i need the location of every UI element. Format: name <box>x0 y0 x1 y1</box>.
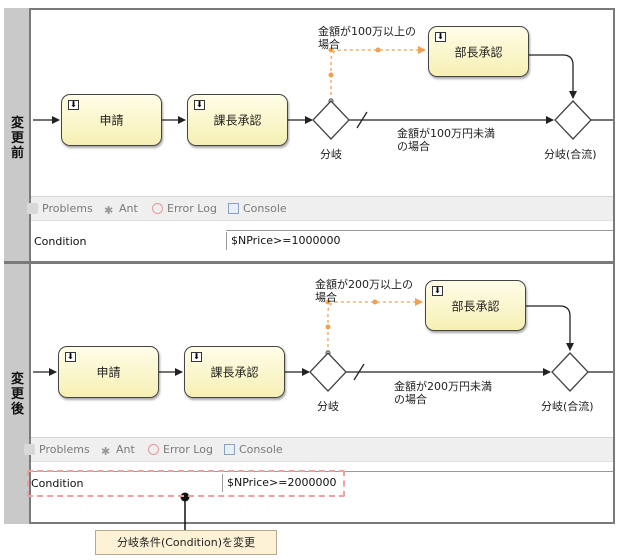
task-label: 部長承認 <box>454 45 503 59</box>
tab-problems[interactable]: Problems <box>27 202 93 215</box>
console-icon <box>224 444 235 455</box>
panel1-flows <box>33 46 613 140</box>
default-flow-slash <box>353 363 365 381</box>
label-line: 金額が100万以上の <box>318 25 416 38</box>
conditional-flow-line[interactable] <box>327 298 423 353</box>
upper-condition-label: 金額が100万以上の 場合 <box>318 25 416 51</box>
side-label-after: 変 更 後 <box>4 264 31 524</box>
view-tab-bar: Problems ✱Ant Error Log Console <box>27 196 613 221</box>
upper-condition-label: 金額が200万以上の 場合 <box>315 278 413 304</box>
tab-error-log[interactable]: Error Log <box>152 202 217 215</box>
merge-label: 分岐(合流) <box>541 400 594 413</box>
property-label: Condition <box>31 477 84 490</box>
branch-gateway[interactable] <box>309 352 347 392</box>
lower-condition-label: 金額が100万円未満 の場合 <box>397 127 495 153</box>
tab-console[interactable]: Console <box>228 202 287 215</box>
task-apply[interactable]: ⬇ 申請 <box>58 346 159 398</box>
task-label: 申請 <box>99 113 124 128</box>
label-line: の場合 <box>397 140 430 153</box>
task-section-manager-approval[interactable]: ⬇ 課長承認 <box>187 94 288 146</box>
side-char: 変 <box>10 116 24 131</box>
tab-console[interactable]: Console <box>224 443 283 456</box>
side-char: 前 <box>10 146 24 161</box>
task-icon: ⬇ <box>68 100 79 110</box>
label-line: 場合 <box>315 291 337 304</box>
branch-label: 分岐 <box>317 400 339 413</box>
merge-label: 分岐(合流) <box>544 148 597 161</box>
property-value[interactable]: $NPrice>=1000000 <box>226 232 340 250</box>
task-icon: ⬇ <box>65 352 76 362</box>
side-char: 後 <box>10 402 24 417</box>
side-label-before: 変 更 前 <box>4 8 31 261</box>
callout-dot <box>180 492 190 502</box>
property-value[interactable]: $NPrice>=2000000 <box>222 474 336 492</box>
label-line: 場合 <box>318 38 340 51</box>
problems-icon <box>27 203 38 214</box>
task-label: 課長承認 <box>213 113 262 128</box>
task-icon: ⬇ <box>432 286 443 296</box>
lower-condition-label: 金額が200万円未満 の場合 <box>394 380 492 406</box>
ant-icon: ✱ <box>101 445 111 458</box>
task-label: 申請 <box>96 365 121 380</box>
tab-ant[interactable]: ✱Ant <box>101 443 135 458</box>
label-line: の場合 <box>394 393 427 406</box>
property-row-line <box>226 230 613 231</box>
error-log-icon <box>148 444 159 455</box>
tab-error-log[interactable]: Error Log <box>148 443 213 456</box>
flow-handle[interactable] <box>325 299 331 305</box>
conditional-flow-line[interactable] <box>330 46 426 101</box>
task-label: 課長承認 <box>210 365 259 380</box>
merge-gateway[interactable] <box>551 352 589 392</box>
task-icon: ⬇ <box>194 100 205 110</box>
task-icon: ⬇ <box>435 32 446 42</box>
merge-gateway[interactable] <box>554 100 592 140</box>
task-section-manager-approval[interactable]: ⬇ 課長承認 <box>184 346 285 398</box>
property-label: Condition <box>34 235 87 248</box>
flow-line[interactable] <box>526 305 574 351</box>
label-line: 金額が100万円未満 <box>397 127 495 140</box>
default-flow-slash <box>356 111 368 129</box>
change-highlight <box>27 470 345 497</box>
flow-handle[interactable] <box>328 47 334 53</box>
ant-icon: ✱ <box>104 204 114 217</box>
branch-label: 分岐 <box>320 148 342 161</box>
side-char: 更 <box>10 387 24 402</box>
error-log-icon <box>152 203 163 214</box>
side-char: 更 <box>10 131 24 146</box>
change-callout: 分岐条件(Condition)を変更 <box>95 530 277 555</box>
flow-handle[interactable] <box>325 324 331 330</box>
flow-line[interactable] <box>529 54 577 99</box>
tab-problems[interactable]: Problems <box>24 443 90 456</box>
label-line: 金額が200万円未満 <box>394 380 492 393</box>
console-icon <box>228 203 239 214</box>
flow-handle[interactable] <box>375 47 381 53</box>
label-line: 金額が200万以上の <box>315 278 413 291</box>
panel-separator <box>4 261 615 264</box>
view-tab-bar: Problems ✱Ant Error Log Console <box>24 437 613 462</box>
task-apply[interactable]: ⬇ 申請 <box>61 94 162 146</box>
tab-ant[interactable]: ✱Ant <box>104 202 138 217</box>
side-char: 変 <box>10 372 24 387</box>
task-dept-manager-approval[interactable]: ⬇ 部長承認 <box>425 280 526 331</box>
task-dept-manager-approval[interactable]: ⬇ 部長承認 <box>428 26 529 77</box>
flow-handle[interactable] <box>328 72 334 78</box>
branch-gateway[interactable] <box>312 100 350 140</box>
flow-handle[interactable] <box>372 299 378 305</box>
task-icon: ⬇ <box>191 352 202 362</box>
panel2-flows <box>33 298 613 392</box>
problems-icon <box>24 444 35 455</box>
task-label: 部長承認 <box>451 299 500 313</box>
